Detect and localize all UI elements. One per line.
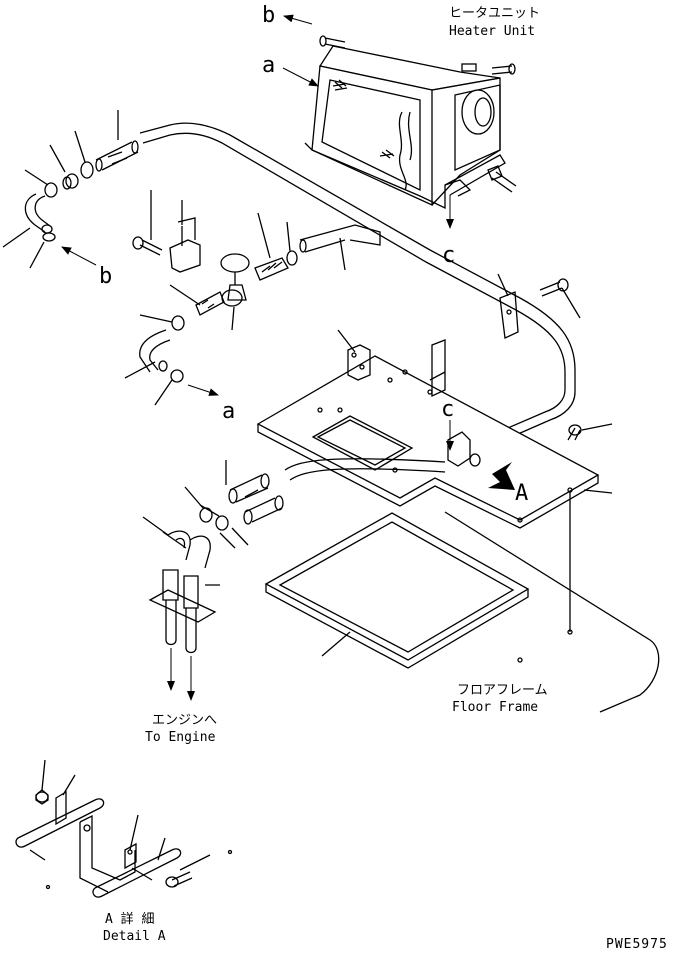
- callout-big-a: A: [515, 481, 528, 506]
- valve-assembly: [124, 190, 381, 406]
- callout-b-top: b: [262, 3, 275, 28]
- floor-frame-jp-label: フロアフレーム: [457, 683, 548, 698]
- hose-routing: [139, 122, 576, 456]
- heater-unit-jp-label: ヒータユニット: [449, 6, 540, 21]
- detail-a-drawing: [15, 759, 233, 898]
- detail-a-jp-label: A 詳 細: [105, 911, 154, 927]
- arrow-b-top: [283, 14, 313, 25]
- callout-a-left: a: [222, 399, 235, 424]
- left-hose-assembly: [2, 110, 139, 269]
- callout-a-top: a: [262, 53, 275, 78]
- callout-c-floor: c: [441, 397, 454, 422]
- floor-frame-en-label: Floor Frame: [452, 700, 538, 715]
- arrow-a-top: [282, 67, 319, 87]
- detail-a-en-label: Detail A: [103, 929, 166, 944]
- arrow-a-left: [187, 384, 219, 396]
- callout-b-left: b: [99, 264, 112, 289]
- engine-hose-assembly: [142, 460, 284, 654]
- to-engine-jp-label: エンジンへ: [152, 713, 217, 728]
- to-engine-en-label: To Engine: [145, 730, 216, 745]
- heater-unit-en-label: Heater Unit: [449, 24, 535, 39]
- big-arrow-a: [488, 462, 515, 490]
- drawing-code: PWE5975: [606, 937, 668, 952]
- heater-unit: [304, 35, 517, 210]
- floor-frame: [264, 511, 660, 713]
- callout-c-top: c: [442, 243, 455, 268]
- arrow-b-left: [61, 246, 97, 266]
- floor-plate: [256, 273, 613, 635]
